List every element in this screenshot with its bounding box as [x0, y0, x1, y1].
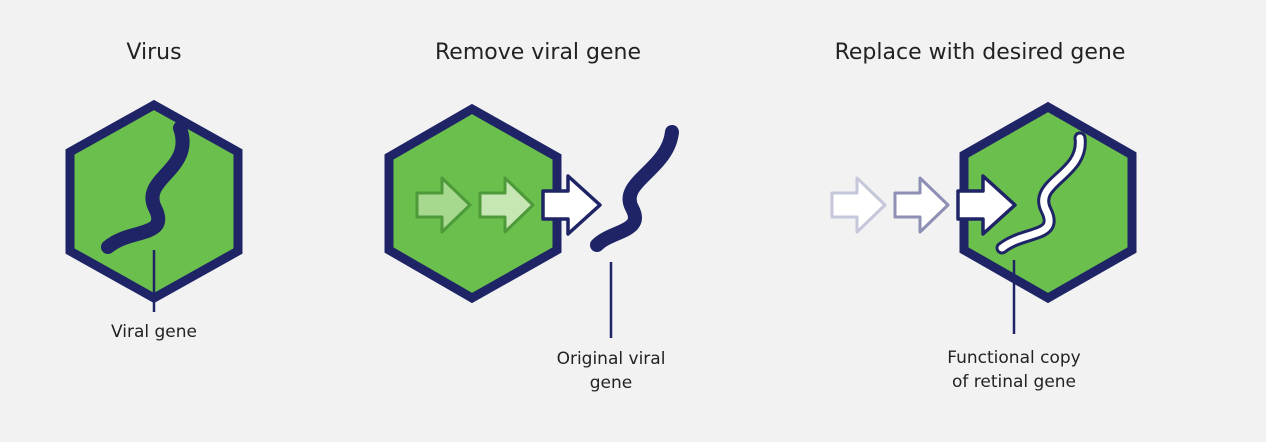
arrow-approach-2 — [893, 176, 950, 234]
label-line: Functional copy — [947, 348, 1081, 368]
arrow-exit — [541, 174, 602, 236]
label-viral-gene: Viral gene — [111, 322, 197, 342]
removed-viral-gene-strand — [590, 125, 679, 252]
label-line: gene — [589, 373, 633, 393]
arrow-faded-2 — [478, 176, 535, 234]
label-original-viral-gene: Original viral gene — [557, 347, 666, 395]
arrow-approach-1 — [830, 176, 887, 234]
remove-panel — [384, 103, 679, 338]
panel-title-replace-with-desired-gene: Replace with desired gene — [834, 40, 1126, 65]
viral-gene-strand — [101, 121, 190, 254]
arrow-faded-1 — [415, 176, 472, 234]
panel-title-remove-viral-gene: Remove viral gene — [434, 40, 642, 65]
arrow-enter — [956, 174, 1017, 236]
label-line: Original viral — [556, 349, 666, 369]
label-functional-copy-retinal-gene: Functional copy of retinal gene — [947, 346, 1080, 394]
capsid-hexagon — [384, 103, 562, 304]
virus-panel — [65, 99, 243, 312]
replace-panel — [830, 101, 1137, 334]
panel-title-virus: Virus — [126, 40, 182, 65]
label-line: of retinal gene — [951, 372, 1077, 392]
functional-gene-strand — [998, 134, 1084, 252]
